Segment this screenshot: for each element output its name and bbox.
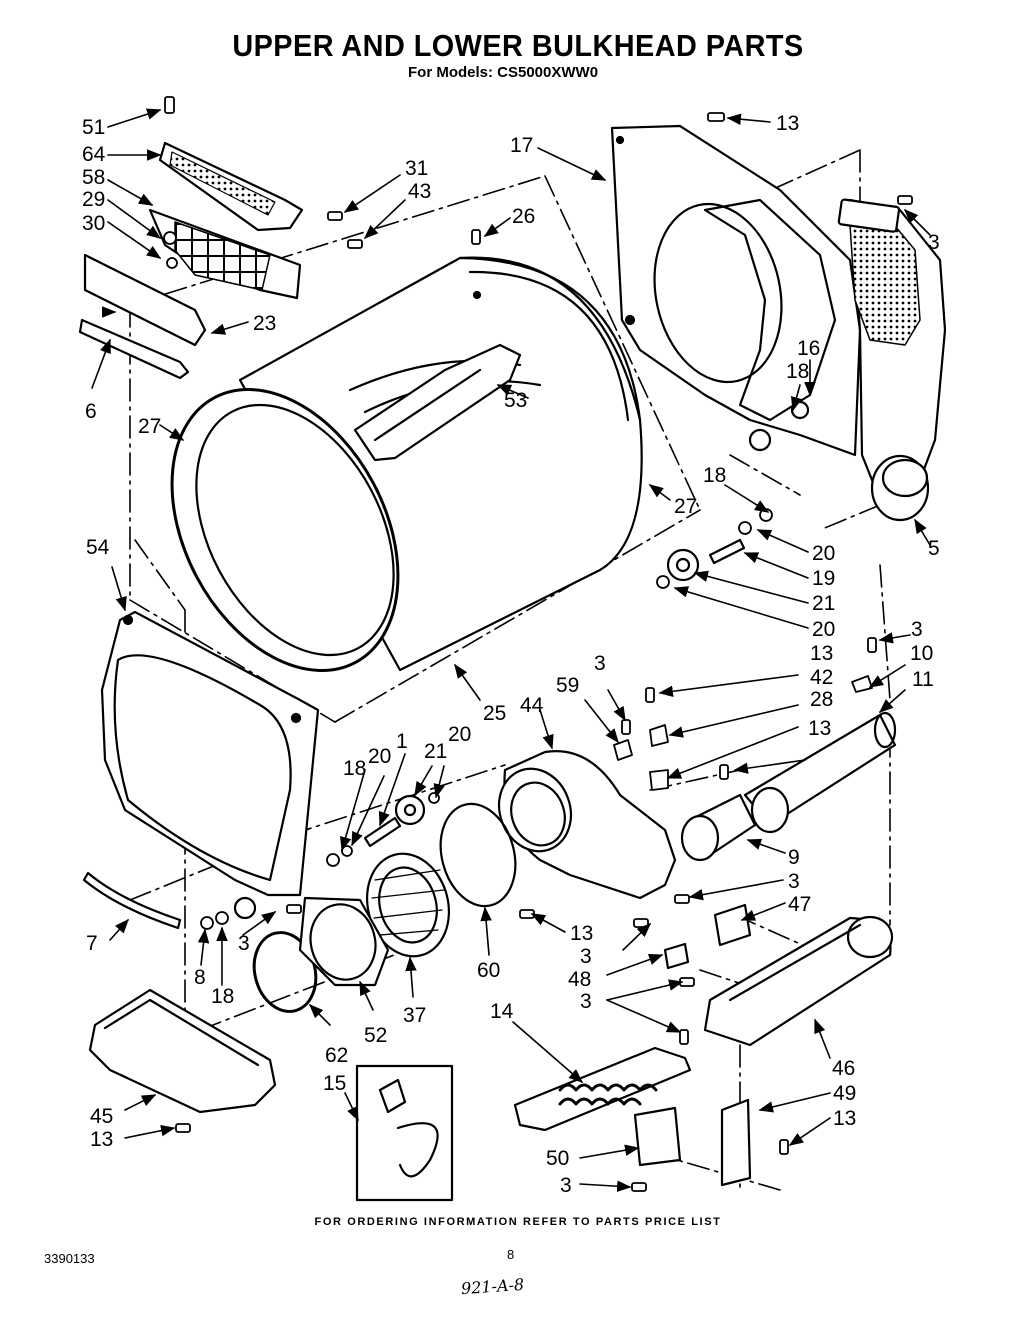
bracket-part-49 [720,1098,752,1187]
toe-panel-part-45 [88,988,277,1114]
blower-housing-part-44 [498,750,677,900]
bracket-part-48 [663,942,690,970]
callout-50: 50 [546,1147,569,1170]
callout-23: 23 [253,312,276,335]
callout-19: 19 [812,567,835,590]
callout-44: 44 [520,694,544,717]
front-bulkhead-part-54 [100,610,320,920]
callout-6: 6 [85,400,97,423]
callout-18-left: 18 [343,757,366,780]
callout-16: 16 [797,337,820,360]
callout-21-a: 21 [812,592,835,615]
callout-18-mid: 18 [703,464,726,487]
blower-wheel-part-37 [365,852,451,958]
callout-62: 62 [325,1044,348,1067]
callout-13-bottom-right: 13 [833,1107,856,1130]
callout-52: 52 [364,1024,387,1047]
idler-pulley-part-19 [666,548,700,582]
callout-3-left: 3 [238,932,250,955]
exhaust-duct-part-9 [680,793,757,862]
callout-37: 37 [403,1004,426,1027]
callout-7: 7 [86,932,98,955]
callout-27-left: 27 [138,415,161,438]
callout-3-mid: 3 [594,652,606,675]
callout-20-b: 20 [812,618,835,641]
lint-screen-part-64 [158,141,304,232]
exhaust-duct-part-11 [743,711,897,834]
bracket-part-50 [633,1106,682,1167]
callout-3-bottom: 3 [560,1174,572,1197]
callout-20-d: 20 [368,745,391,768]
callout-3-right: 3 [911,618,923,641]
callout-3-bottom-mid: 3 [580,990,592,1013]
leader-lines [91,108,931,1192]
callout-46: 46 [832,1057,855,1080]
callout-3-top: 3 [928,231,940,254]
page-number: 8 [507,1247,515,1262]
callout-21-b: 21 [424,740,447,763]
callout-8: 8 [194,966,206,989]
callout-54: 54 [86,536,110,559]
callout-3-lower-right: 3 [788,870,800,893]
callout-13-mid: 13 [810,642,833,665]
rear-heater-duct-part-5 [837,198,947,522]
callout-51: 51 [82,116,105,139]
callout-14: 14 [490,1000,514,1023]
callout-27-right: 27 [674,495,697,518]
lint-duct-part-23 [78,253,207,380]
callout-25: 25 [483,702,506,725]
callout-31: 31 [405,157,428,180]
callout-42: 42 [810,666,833,689]
callout-64: 64 [82,143,106,166]
seal-ring-part-60 [439,802,517,908]
callout-17: 17 [510,134,533,157]
callout-9: 9 [788,846,800,869]
idler-pulley-part-21 [394,794,426,826]
callout-43: 43 [408,180,431,203]
drum-baffle-part-53 [353,343,522,462]
callout-60: 60 [477,959,500,982]
callout-1: 1 [396,730,408,753]
bracket-part-47 [713,903,752,947]
callout-59: 59 [556,674,579,697]
callout-15: 15 [323,1072,346,1095]
callout-26: 26 [512,205,535,228]
callout-5: 5 [928,537,940,560]
dryer-drum-part-25 [170,256,643,673]
callout-13-top: 13 [776,112,799,135]
callout-11: 11 [912,668,934,691]
callout-49: 49 [833,1082,856,1105]
callout-20-a: 20 [812,542,835,565]
callout-47: 47 [788,893,811,916]
callout-labels: 51 64 58 29 30 31 43 26 17 13 3 23 6 27 … [82,112,940,1197]
callout-28: 28 [810,688,833,711]
callout-48: 48 [568,968,591,991]
callout-10: 10 [910,642,933,665]
wire-harness-part-15 [355,1064,454,1202]
callout-30: 30 [82,212,105,235]
callout-58: 58 [82,166,105,189]
callout-13-right: 13 [808,717,831,740]
heater-housing-part-46 [703,915,894,1047]
rear-bulkhead-part-17 [610,124,862,457]
callout-20-c: 20 [448,723,471,746]
callout-3-lower: 3 [580,945,592,968]
model-subtitle: For Models: CS5000XWW0 [408,64,599,81]
page-title: UPPER AND LOWER BULKHEAD PARTS [232,28,804,63]
callout-13-bottom-left: 13 [90,1128,113,1151]
callout-18-upper: 18 [786,360,809,383]
lint-housing-part-58 [148,208,302,300]
front-seal-part-7 [82,871,182,930]
blower-plate-part-52 [298,896,390,987]
callout-53: 53 [504,389,527,412]
callout-29: 29 [82,188,105,211]
document-number: 3390133 [44,1251,95,1266]
heating-element-part-14 [513,1046,692,1132]
callout-13-lower: 13 [570,922,593,945]
callout-18-bottom: 18 [211,985,234,1008]
ordering-footer: FOR ORDERING INFORMATION REFER TO PARTS … [314,1216,722,1228]
idler-shaft-part-1 [363,816,402,848]
callout-45: 45 [90,1105,113,1128]
